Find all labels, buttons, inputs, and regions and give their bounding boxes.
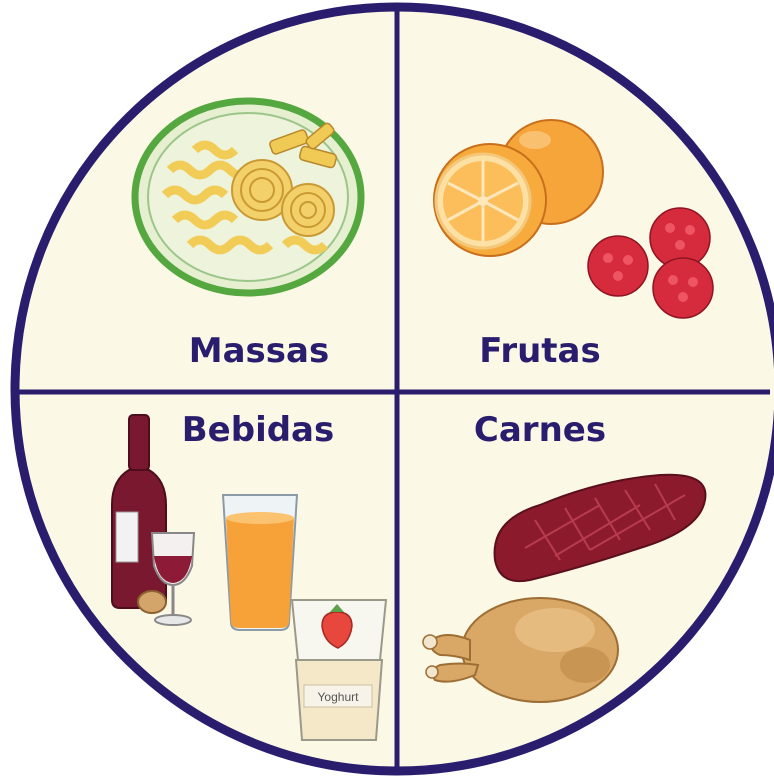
label-carnes: Carnes [474, 410, 606, 450]
label-bebidas: Bebidas [182, 410, 335, 450]
label-massas: Massas [189, 331, 329, 371]
juice-glass-icon [223, 495, 297, 630]
label-frutas: Frutas [479, 331, 600, 371]
pasta-plate-icon [135, 101, 361, 293]
cork-icon [138, 591, 166, 613]
yoghurt-label: Yoghurt [318, 690, 360, 704]
yoghurt-icon: Yoghurt [292, 600, 386, 740]
